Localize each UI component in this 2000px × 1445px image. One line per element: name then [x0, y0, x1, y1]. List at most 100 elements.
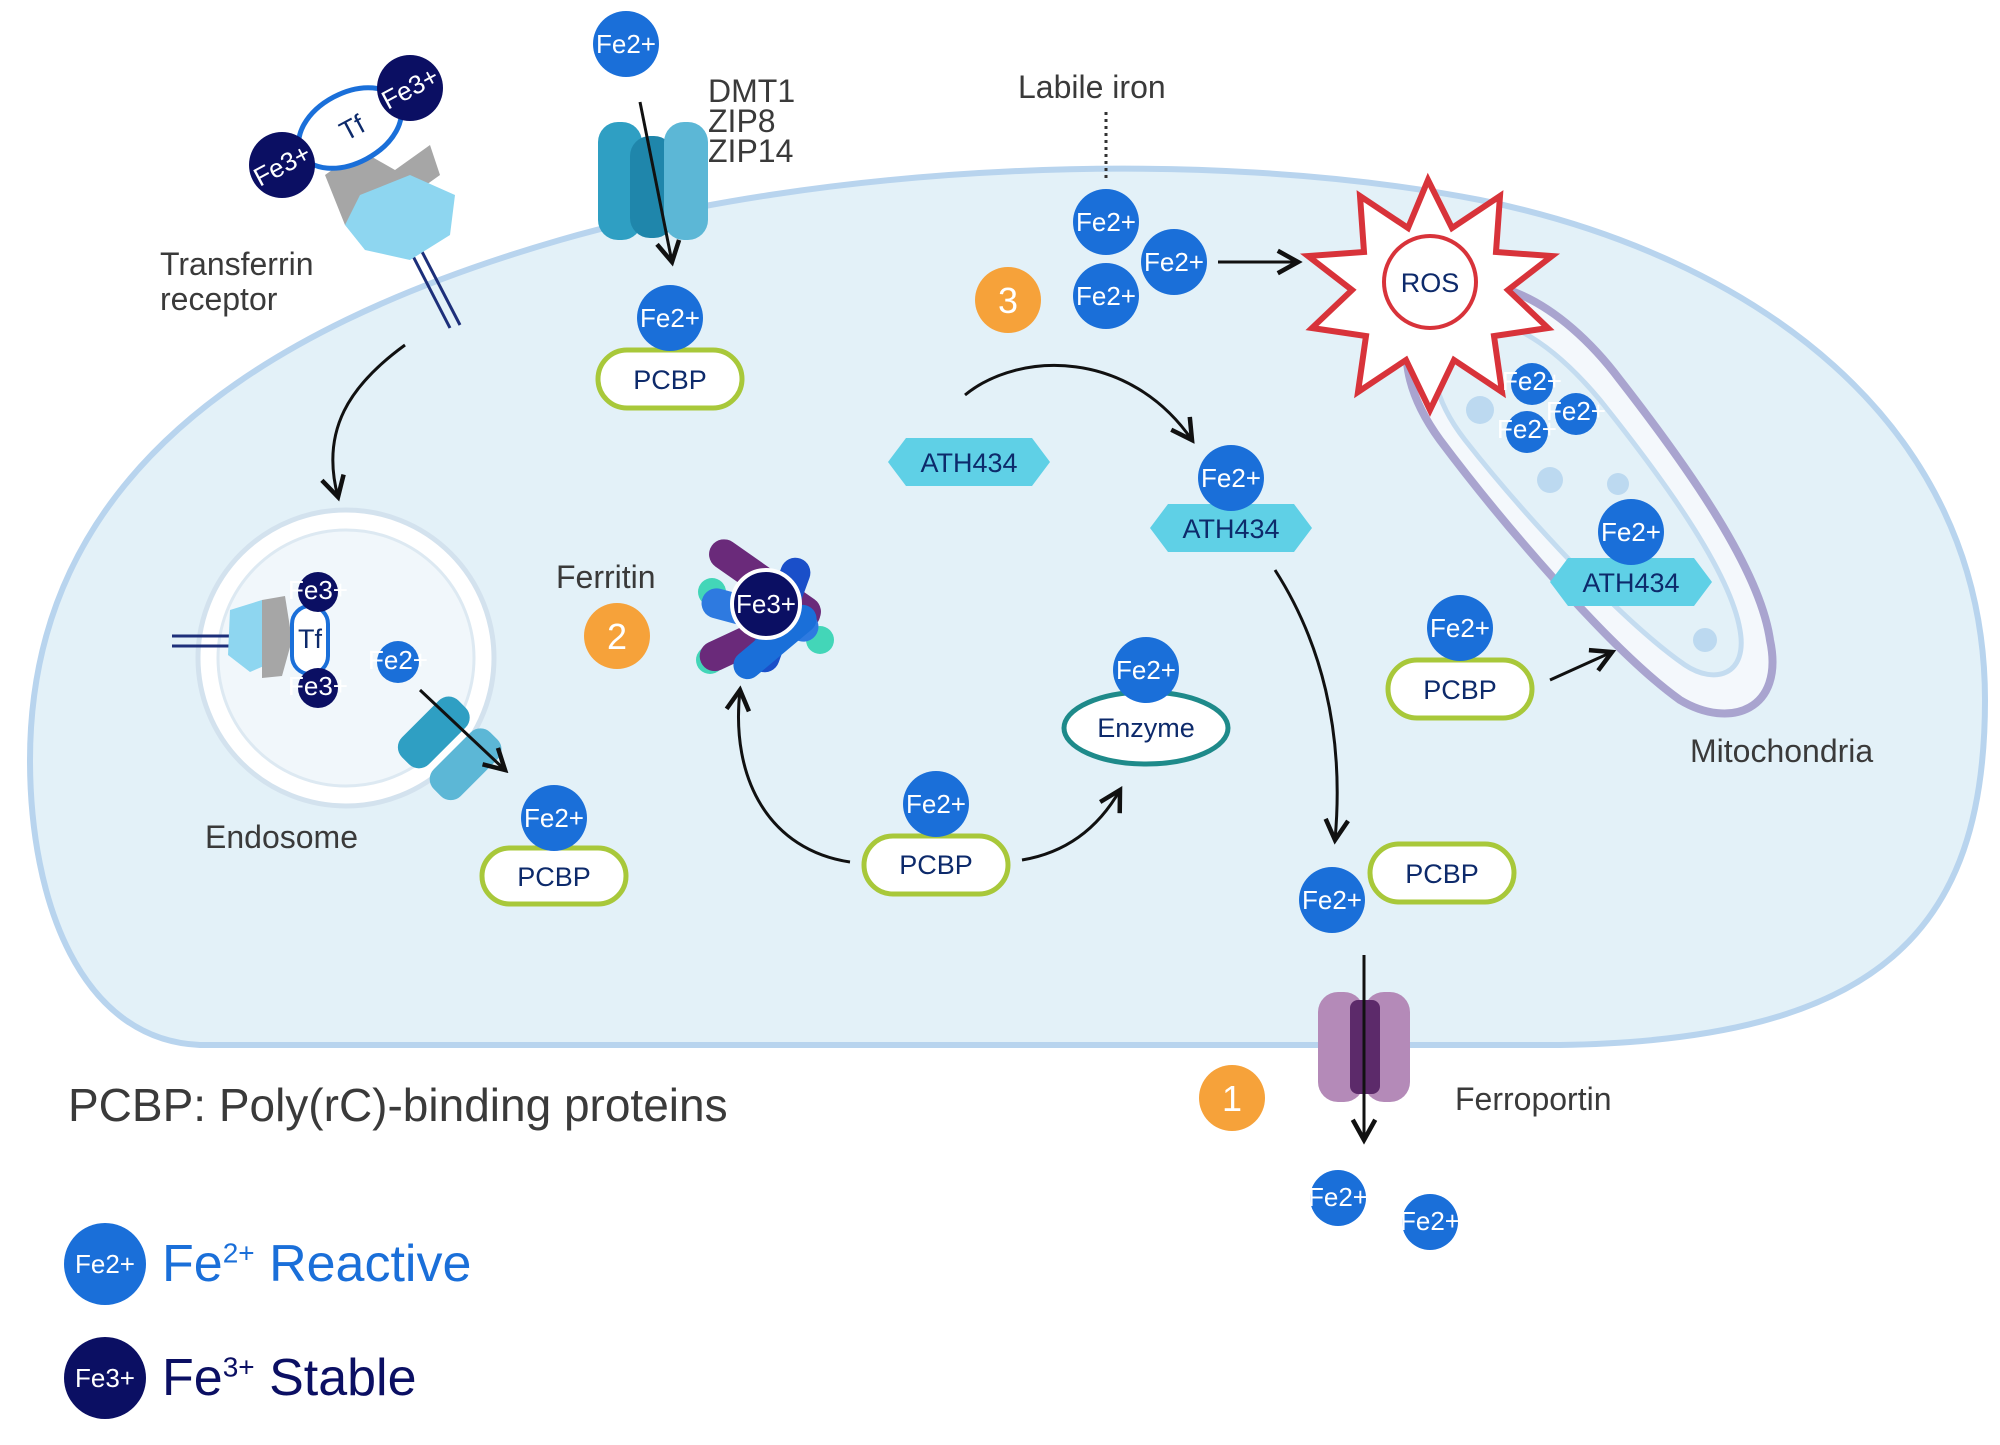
fe2-legend-icon: Fe2+ — [64, 1223, 146, 1305]
fe2-ion-label: Fe2+ — [1430, 613, 1490, 643]
fe2-ion-label: Fe2+ — [640, 303, 700, 333]
flow-arrow — [1021, 790, 1120, 862]
ros-label: ROS — [1401, 268, 1460, 298]
fe2-ion-label: Fe2+ — [1497, 414, 1557, 444]
fe2-ion — [1113, 637, 1179, 703]
pcbp-definition-note: PCBP: Poly(rC)-binding proteins — [68, 1079, 728, 1131]
fe2-ion-label: Fe2+ — [596, 29, 656, 59]
pcbp-protein — [1367, 841, 1517, 905]
fe2-ion-label: Fe2+ — [1302, 885, 1362, 915]
flow-arrow — [964, 364, 1192, 440]
pcbp-label: PCBP — [899, 850, 973, 880]
fe2-ion — [593, 11, 659, 77]
fe2-ion — [521, 785, 587, 851]
fe2-ion-label: Fe2+ — [1076, 207, 1136, 237]
ath434-molecule — [888, 438, 1050, 486]
enzyme-label: Enzyme — [1097, 713, 1195, 743]
fe2-ion — [637, 285, 703, 351]
fe2-ion — [1506, 411, 1548, 453]
mitochondria-label: Mitochondria — [1690, 733, 1873, 769]
fe3-legend-charge: 3+ — [222, 1351, 255, 1383]
step-number: 1 — [1222, 1078, 1242, 1119]
fe3-legend-text: Fe3+ Stable — [162, 1348, 417, 1408]
fe2-ion — [1141, 229, 1207, 295]
fe2-ion — [1598, 499, 1664, 565]
fe3-legend-icon: Fe3+ — [64, 1337, 146, 1419]
fe2-ion-label: Fe2+ — [1076, 281, 1136, 311]
ath434-molecule — [1150, 504, 1312, 552]
fe2-ion — [1427, 595, 1493, 661]
fe3-ion — [249, 132, 315, 198]
fe2-ion-label: Fe2+ — [1116, 655, 1176, 685]
tf-label: Tf — [298, 624, 322, 654]
fe2-ion-label: Fe2+ — [1601, 517, 1661, 547]
flow-arrow — [418, 688, 505, 770]
ferritin-label: Ferritin — [556, 559, 656, 595]
ath434-molecule — [1550, 558, 1712, 606]
fe3-ion-label: Fe3+ — [736, 589, 796, 619]
fe3-ion — [298, 668, 338, 708]
fe2-ion — [1402, 1194, 1458, 1250]
ath434-label: ATH434 — [1182, 514, 1279, 544]
fe3-ion-label: Fe3+ — [288, 575, 348, 605]
fe2-ion-label: Fe2+ — [524, 803, 584, 833]
endosome-label: Endosome — [205, 819, 358, 855]
fe2-ion — [1073, 263, 1139, 329]
transporter-label: ZIP8 — [708, 103, 776, 139]
fe2-ion-label: Fe2+ — [1502, 366, 1562, 396]
fe2-ion-label: Fe2+ — [368, 645, 428, 675]
fe2-ion-label: Fe2+ — [1201, 463, 1261, 493]
transferrin-receptor: Tf Fe3+ Fe3+ — [248, 55, 462, 329]
fe2-legend-prefix: Fe — [162, 1235, 223, 1293]
fe2-ion — [1555, 393, 1597, 435]
fe2-legend-text: Fe2+ Reactive — [162, 1234, 471, 1294]
flow-arrow — [1273, 569, 1337, 840]
fe2-ion — [1310, 1170, 1366, 1226]
step-number: 2 — [607, 616, 627, 657]
fe2-legend-desc: Reactive — [269, 1235, 472, 1293]
ferritin-complex: Fe3+ — [696, 539, 834, 680]
transporter-label: ZIP14 — [708, 133, 793, 169]
fe2-ion — [1198, 445, 1264, 511]
flow-arrow — [638, 101, 672, 262]
fe2-ion-label: Fe2+ — [1308, 1182, 1368, 1212]
ath434-label: ATH434 — [1582, 568, 1679, 598]
fe2-ion — [903, 771, 969, 837]
transporter-label: DMT1 — [708, 73, 795, 109]
endosome-transporter — [397, 696, 502, 801]
pcbp-label: PCBP — [633, 365, 707, 395]
pcbp-label: PCBP — [1423, 675, 1497, 705]
fe3-ion — [298, 572, 338, 612]
fe3-legend-prefix: Fe — [162, 1349, 223, 1407]
fe2-ion — [1299, 867, 1365, 933]
transferrin-receptor-label: Transferrin — [160, 246, 314, 282]
ath434-label: ATH434 — [920, 448, 1017, 478]
fe2-ion-label: Fe2+ — [906, 789, 966, 819]
fe2-ion — [1511, 363, 1553, 405]
pcbp-label: PCBP — [517, 862, 591, 892]
fe2-legend-charge: 2+ — [222, 1237, 255, 1269]
flow-arrow — [1549, 652, 1612, 682]
legend-fe2: Fe2+ Fe2+ Reactive — [64, 1222, 471, 1306]
legend-fe3: Fe3+ Fe3+ Stable — [64, 1336, 417, 1420]
ros-burst: ROS — [1299, 172, 1561, 417]
labile-iron-label: Labile iron — [1018, 69, 1166, 105]
flow-arrow — [738, 690, 851, 864]
fe2-ion-label: Fe2+ — [1400, 1206, 1460, 1236]
step-badge-1 — [1199, 1065, 1265, 1131]
fe3-ion — [377, 55, 443, 121]
fe2-ion — [1073, 189, 1139, 255]
fe3-ion-label: Fe3+ — [288, 671, 348, 701]
fe3-legend-desc: Stable — [269, 1349, 417, 1407]
pcbp-label: PCBP — [1405, 859, 1479, 889]
transferrin-receptor-label: receptor — [160, 281, 278, 317]
step-badge-3 — [975, 267, 1041, 333]
fe2-ion — [377, 641, 419, 683]
ferroportin-label: Ferroportin — [1455, 1081, 1612, 1117]
dmt1-zip-transporter — [598, 122, 708, 240]
step-badge-2 — [584, 603, 650, 669]
step-number: 3 — [998, 280, 1018, 321]
fe2-ion-label: Fe2+ — [1546, 396, 1606, 426]
flow-arrow — [333, 343, 406, 497]
